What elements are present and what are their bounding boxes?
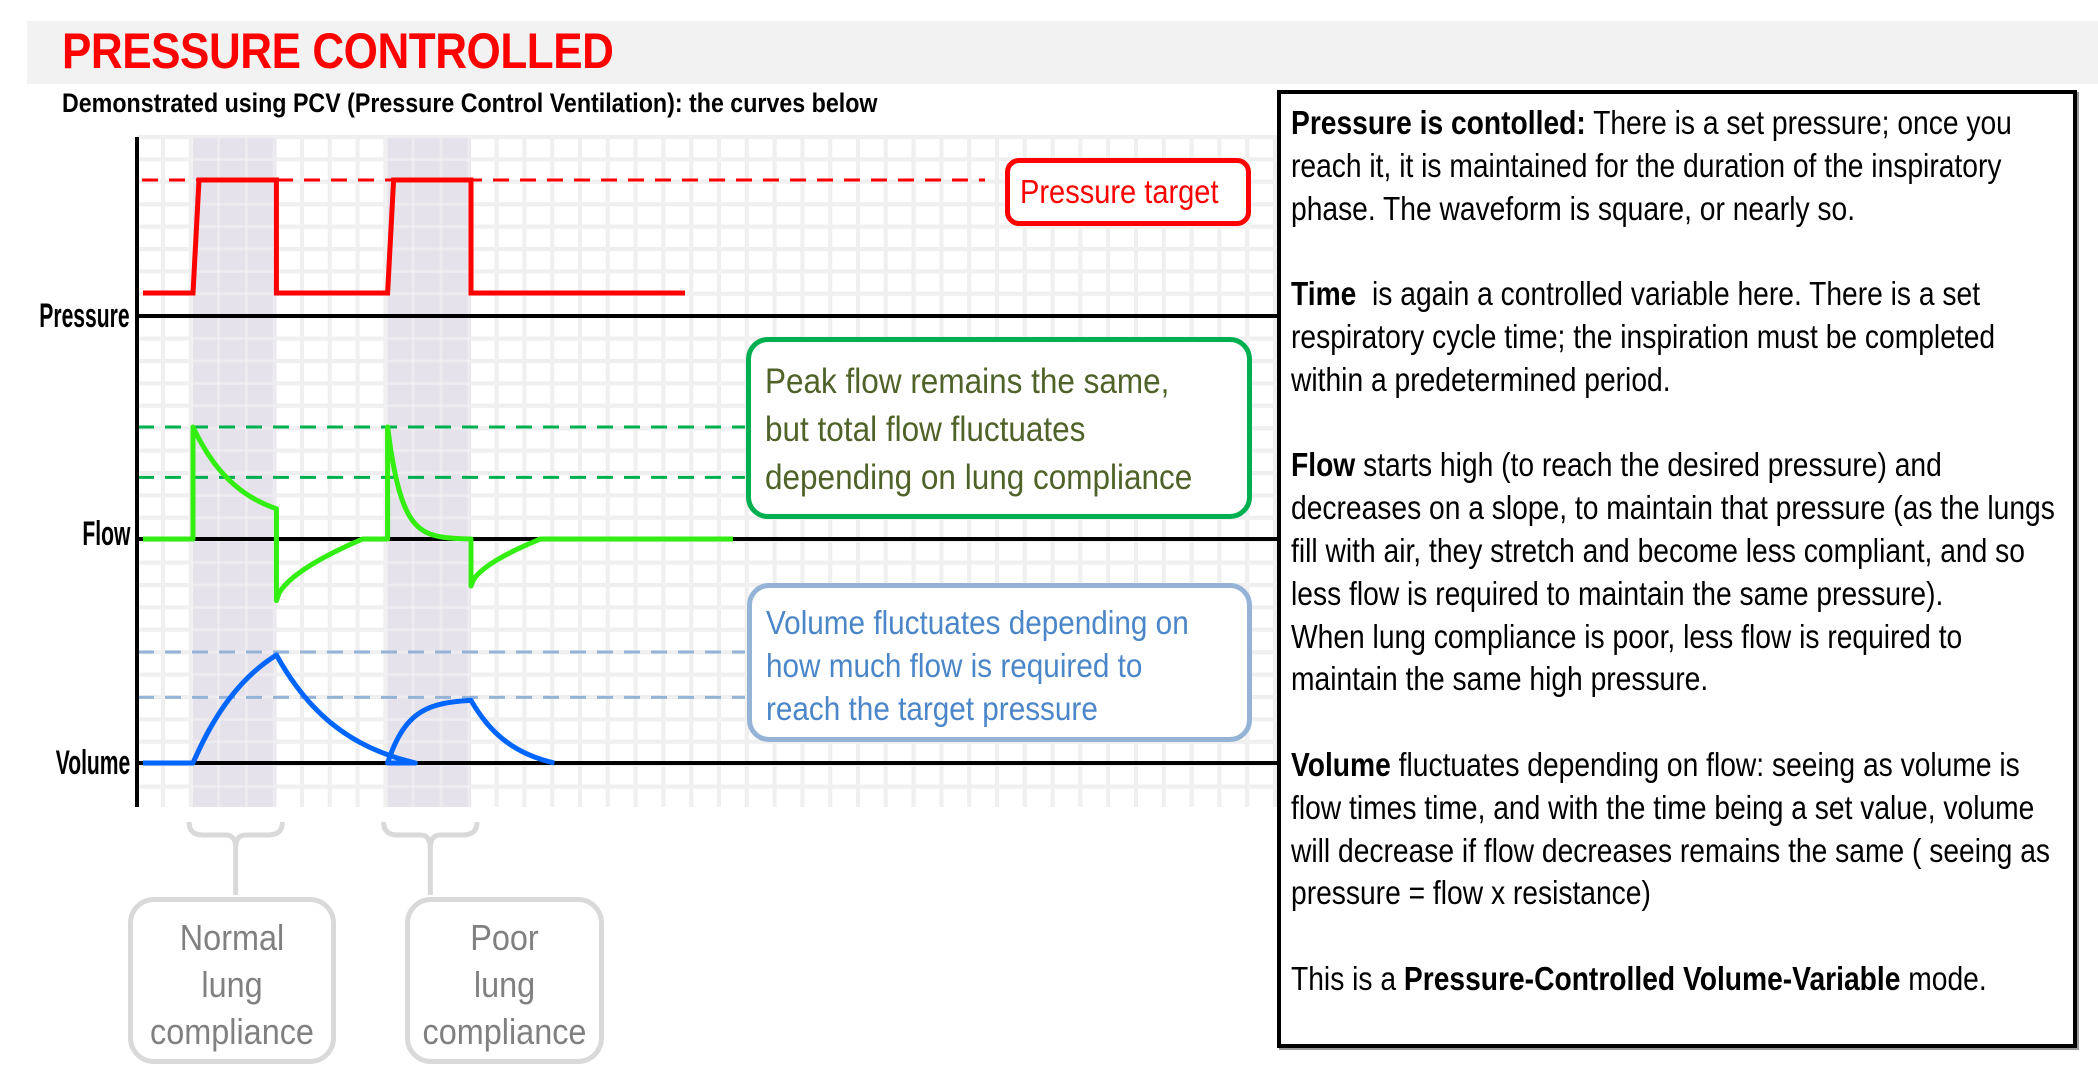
volume-heading: Volume [1291, 745, 1391, 783]
time-text: is again a controlled variable here. The… [1291, 275, 2003, 398]
volume-callout: Volume fluctuates depending on how much … [747, 583, 1252, 742]
normal-compliance-line: compliance [150, 1011, 314, 1052]
pressure-text: There is a set pressure; once you reach … [1291, 104, 2012, 227]
pressure-target-label: Pressure target [1020, 173, 1219, 210]
pressure-heading: Pressure is contolled: [1291, 104, 1586, 141]
explanation-panel: Pressure is contolled: There is a set pr… [1277, 90, 2077, 1048]
compliance-paragraph: When lung compliance is poor, less flow … [1291, 617, 1963, 698]
page-subtitle: Demonstrated using PCV (Pressure Control… [62, 88, 878, 118]
volume-curve [143, 652, 555, 766]
flow-callout-line: but total flow fluctuates [765, 410, 1086, 449]
mode-summary: This is a Pressure-Controlled Volume-Var… [1291, 958, 2061, 1001]
reference-lines [138, 178, 985, 699]
flow-text: starts high (to reach the desired pressu… [1291, 446, 2055, 612]
mode-suffix: mode. [1900, 959, 1987, 997]
poor-compliance-bracket [381, 821, 480, 895]
header-band [27, 21, 2098, 84]
volume-callout-line: Volume fluctuates depending on [766, 604, 1189, 641]
pressure-curve [143, 177, 685, 296]
compliance-brackets [186, 821, 480, 895]
poor-compliance-line: Poor [470, 917, 539, 958]
poor-compliance-label: Poor lung compliance [405, 897, 604, 1064]
waveform-curves [143, 177, 733, 766]
time-heading: Time [1291, 275, 1357, 313]
flow-callout-line: Peak flow remains the same, [765, 362, 1170, 401]
axis-label-volume: Volume [55, 744, 130, 782]
flow-callout-line: depending on lung compliance [765, 458, 1193, 497]
time-paragraph: Time is again a controlled variable here… [1291, 273, 2061, 401]
flow-curve [143, 424, 733, 604]
poor-compliance-line: compliance [422, 1011, 587, 1052]
flow-paragraph: Flow starts high (to reach the desired p… [1291, 444, 2061, 615]
poor-compliance-line: lung [473, 964, 536, 1005]
mode-name: Pressure-Controlled Volume-Variable [1403, 959, 1901, 997]
flow-heading: Flow [1291, 446, 1356, 484]
pressure-target-callout: Pressure target [1005, 158, 1251, 226]
normal-compliance-line: lung [201, 964, 263, 1005]
normal-compliance-line: Normal [179, 917, 285, 958]
mode-prefix: This is a [1291, 959, 1404, 997]
volume-text: fluctuates depending on flow: seeing as … [1291, 745, 2051, 912]
pressure-paragraph: Pressure is contolled: There is a set pr… [1291, 102, 2061, 230]
page-title: PRESSURE CONTROLLED [62, 23, 614, 79]
volume-callout-line: reach the target pressure [766, 690, 1098, 727]
volume-callout-line: how much flow is required to [766, 647, 1143, 684]
normal-compliance-bracket [186, 821, 285, 895]
normal-compliance-label: Normal lung compliance [128, 897, 336, 1064]
axis-label-flow: Flow [81, 515, 130, 553]
flow-callout: Peak flow remains the same, but total fl… [746, 337, 1252, 519]
volume-paragraph: Volume fluctuates depending on flow: see… [1291, 744, 2061, 915]
axis-label-pressure: Pressure [39, 297, 130, 335]
